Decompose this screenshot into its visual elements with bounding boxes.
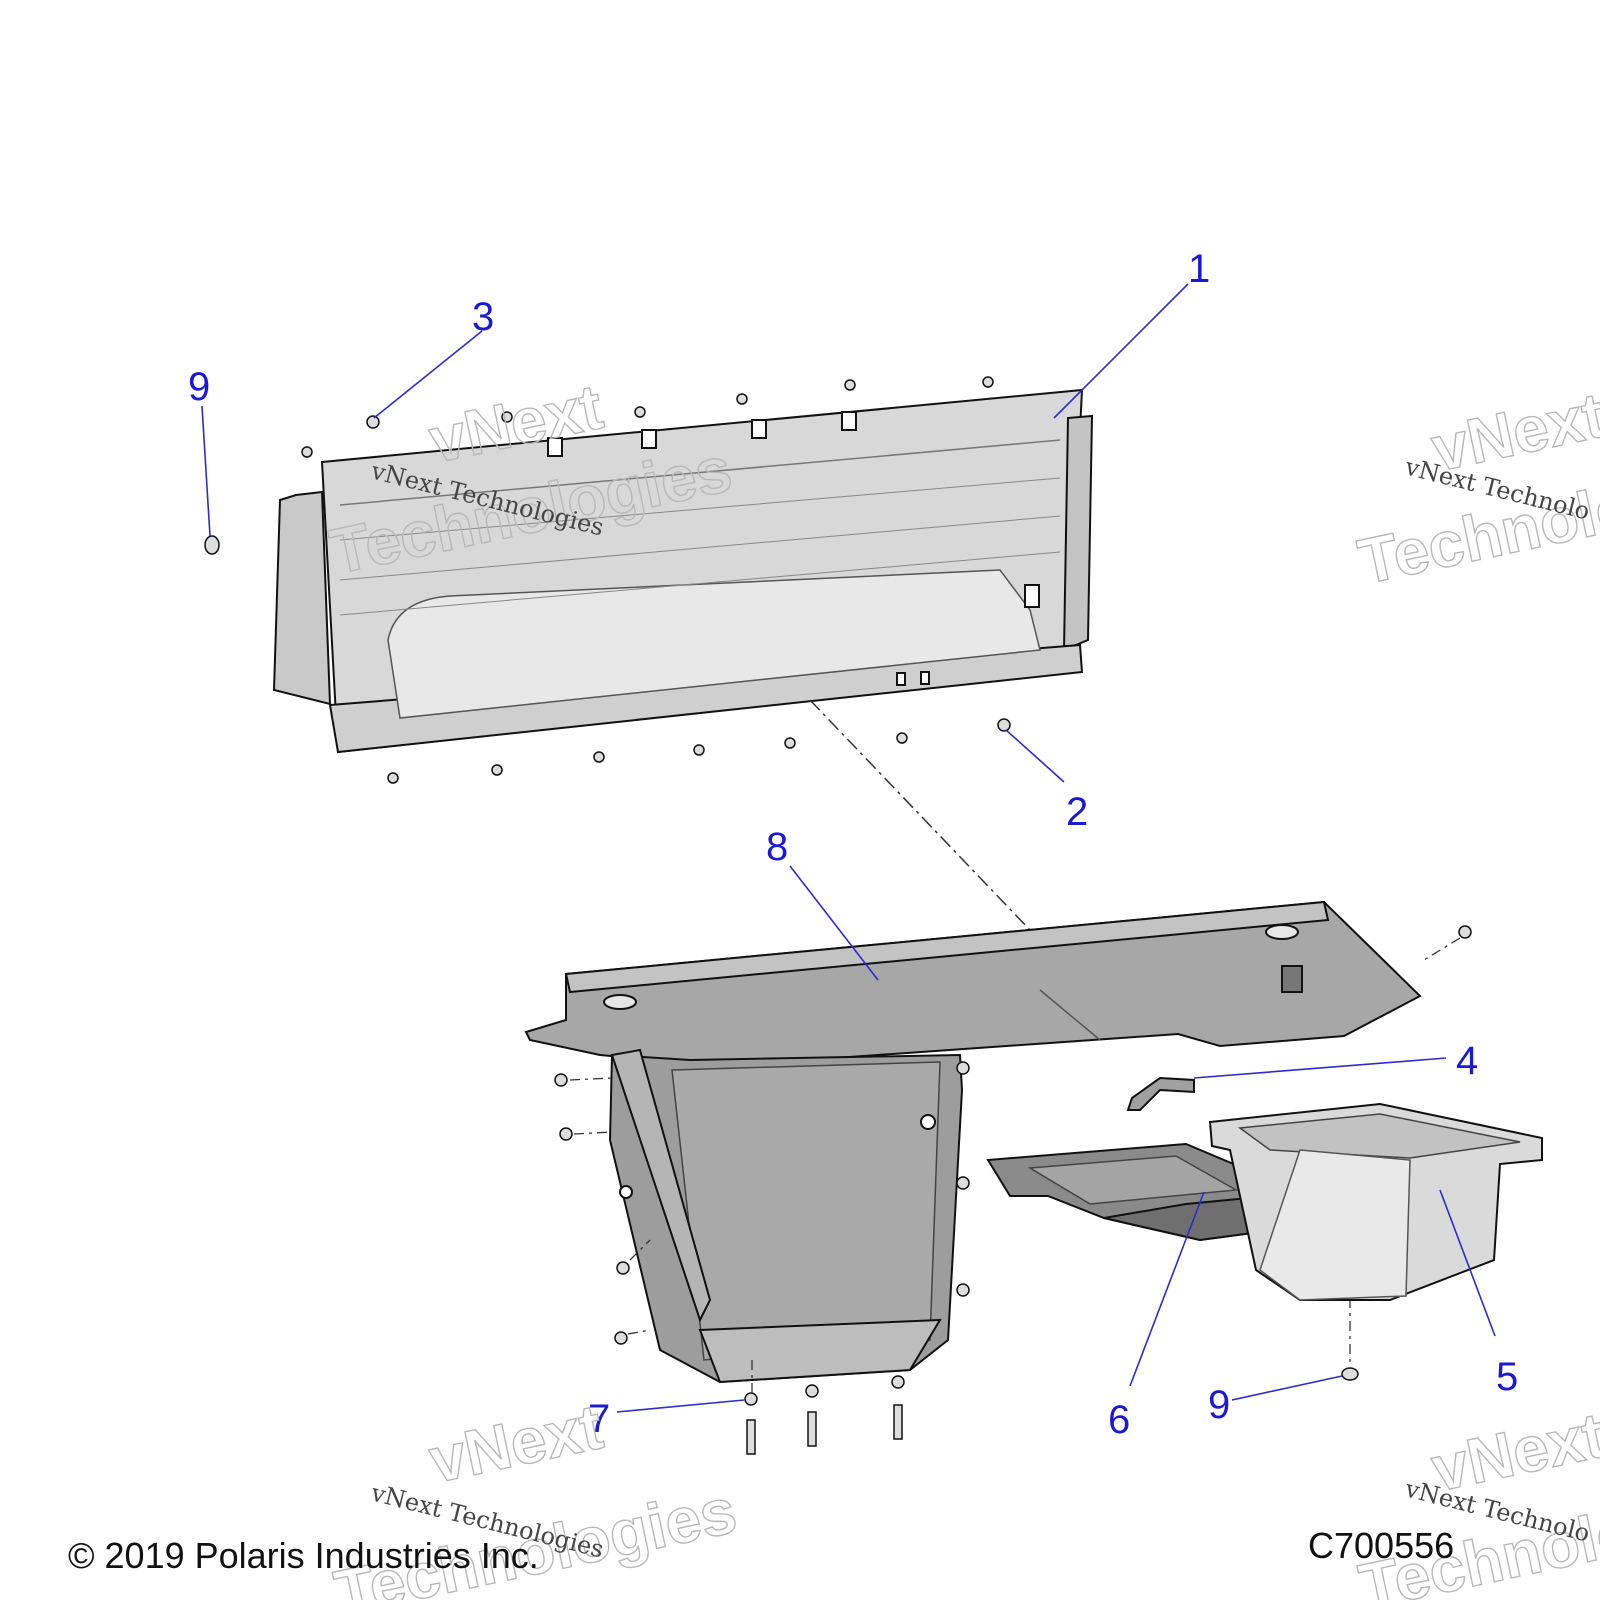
alignment-line [809, 699, 1031, 931]
part-5-bin [1208, 1102, 1543, 1301]
callout-6: 6 [1108, 1398, 1130, 1442]
callout-5: 5 [1496, 1355, 1518, 1399]
leader-4 [1193, 1057, 1447, 1079]
callout-9-bottom: 9 [1208, 1383, 1230, 1427]
leader-2 [1005, 729, 1065, 783]
watermark-brand-top-bl: vNext [423, 1390, 608, 1497]
callout-2: 2 [1066, 790, 1088, 834]
leader-8 [789, 865, 879, 981]
callout-1: 1 [1188, 247, 1210, 291]
leader-6 [1129, 1191, 1205, 1387]
callout-8: 8 [766, 825, 788, 869]
callout-7: 7 [588, 1397, 610, 1441]
tub-fasteners [554, 925, 1472, 1455]
copyright-text: © 2019 Polaris Industries Inc. [68, 1535, 539, 1576]
callout-9-top: 9 [188, 365, 210, 409]
leader-lines [201, 283, 1496, 1413]
leader-9a [201, 405, 211, 537]
leader-1 [1053, 283, 1189, 419]
leader-3 [373, 330, 483, 419]
part-8-lower-tub [524, 900, 1422, 1384]
leader-5 [1439, 1189, 1496, 1337]
callout-labels: 1 2 3 4 5 6 7 8 9 9 [188, 247, 1518, 1442]
leader-7 [616, 1399, 745, 1413]
callout-4: 4 [1456, 1039, 1478, 1083]
part-4-handle [1126, 1076, 1195, 1111]
panel-rivets [204, 376, 1011, 784]
callout-3: 3 [472, 295, 494, 339]
leader-9b [1231, 1375, 1343, 1401]
part-code: C700556 [1308, 1525, 1454, 1566]
part-1-upper-panel [272, 388, 1094, 754]
